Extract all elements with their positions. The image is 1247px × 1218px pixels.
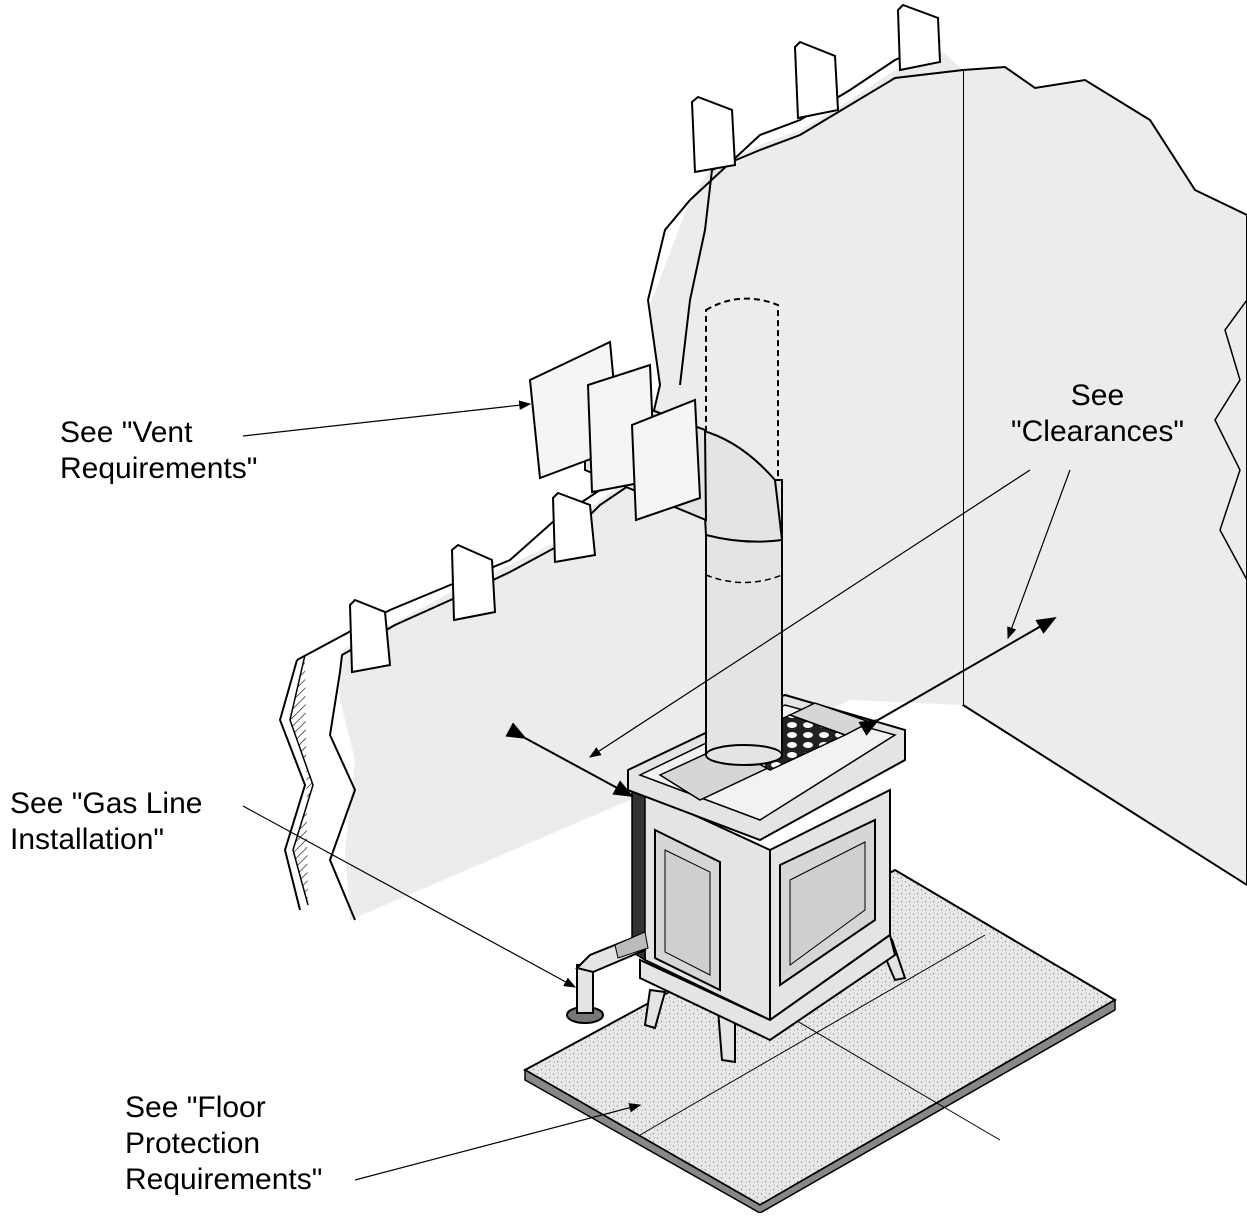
vent-callout-line1: See "Vent	[60, 416, 193, 449]
floor-callout-line2: Protection	[125, 1127, 261, 1160]
floor-protection-callout: See "Floor Protection Requirements"	[125, 1090, 322, 1198]
clearances-callout-line2: "Clearances"	[1010, 415, 1185, 448]
clearances-callout-line1: See	[1070, 379, 1125, 412]
floor-callout-line1: See "Floor	[125, 1091, 266, 1124]
leader-arrow	[242, 805, 577, 988]
leader-arrow	[1007, 469, 1071, 640]
clearance-arrows	[505, 617, 1057, 797]
vent-callout-line2: Requirements"	[60, 452, 258, 485]
gas-line	[566, 931, 649, 1024]
gas-callout-line1: See "Gas Line	[10, 787, 203, 820]
leader-arrow	[242, 400, 532, 437]
gas-line-callout: See "Gas Line Installation"	[10, 786, 202, 858]
gas-callout-line2: Installation"	[10, 823, 165, 856]
stove	[627, 693, 907, 1064]
wall-studs	[348, 3, 942, 674]
leader-arrow	[588, 469, 1031, 758]
floor-callout-line3: Requirements"	[125, 1163, 323, 1196]
clearances-callout: See "Clearances"	[1000, 378, 1195, 450]
leader-arrow	[354, 1103, 642, 1181]
leader-lines	[242, 400, 1071, 1181]
vent-requirements-callout: See "Vent Requirements"	[60, 415, 257, 487]
right-wall	[962, 65, 1247, 887]
vent-pipe	[528, 297, 784, 766]
